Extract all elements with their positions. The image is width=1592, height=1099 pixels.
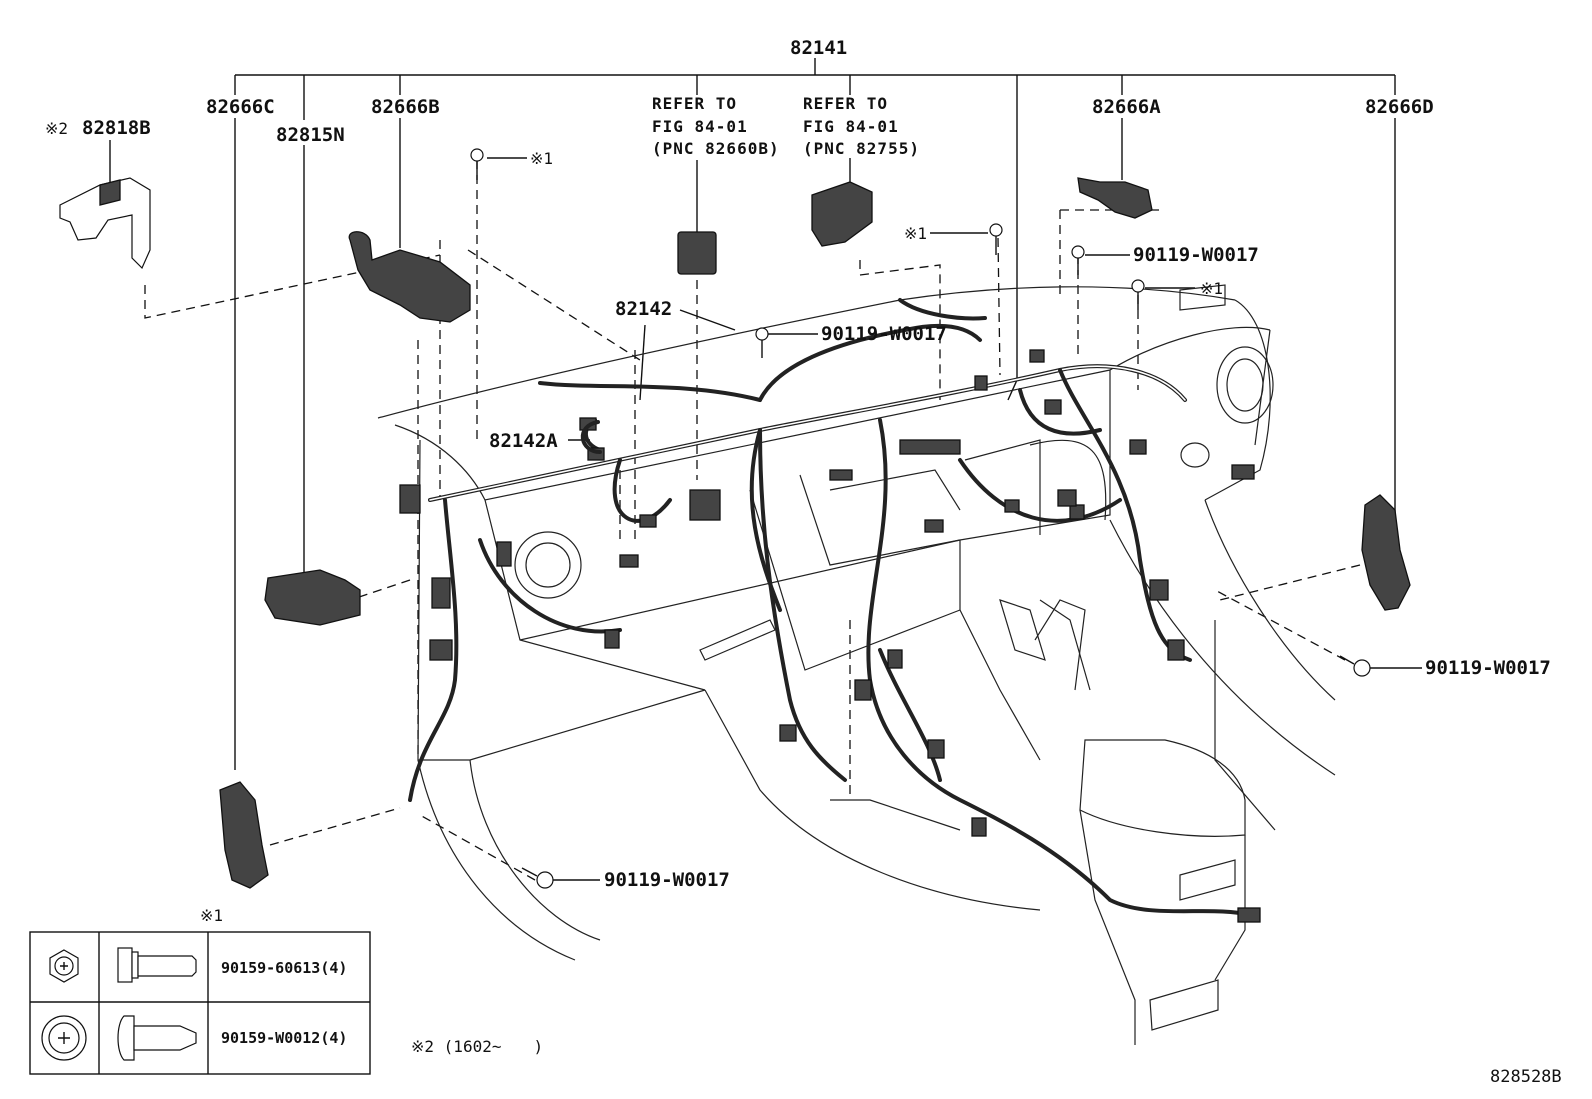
callout-82666b: 82666B: [371, 96, 440, 118]
svg-text:(PNC 82755): (PNC 82755): [803, 139, 920, 158]
bolt-icon: [470, 148, 484, 180]
pan-screw-icon: [117, 1015, 197, 1061]
svg-text:(PNC 82660B): (PNC 82660B): [652, 139, 780, 158]
flange-bolt-icon: [117, 947, 197, 983]
legend-part-1: 90159-60613(4): [221, 959, 347, 977]
svg-text:REFER TO: REFER TO: [652, 94, 737, 113]
wire-harness-routing: [408, 298, 1252, 917]
callout-bolt-bottom: 90119-W0017: [604, 869, 730, 891]
callout-82142: 82142: [615, 298, 672, 320]
callout-82666c: 82666C: [206, 96, 275, 118]
callout-bolt-right: 90119-W0017: [1425, 657, 1551, 679]
bolt-icon: [1339, 655, 1371, 677]
callout-82666a: 82666A: [1092, 96, 1161, 118]
reference-note-82755: REFER TO FIG 84-01 (PNC 82755): [803, 94, 920, 158]
callout-82142a: 82142A: [489, 430, 558, 452]
part-82818b-clamp: [59, 177, 151, 270]
mark-1-a: ※1: [530, 149, 553, 168]
dashboard-body-outline: [377, 284, 1336, 1045]
svg-text:FIG 84-01: FIG 84-01: [803, 117, 899, 136]
bolt-icon: [521, 867, 554, 889]
svg-text:REFER TO: REFER TO: [803, 94, 888, 113]
part-82755-unit: [811, 181, 873, 247]
main-harness-leader: [234, 58, 1396, 380]
harness-connectors: [399, 349, 1261, 923]
part-leaders: [109, 118, 1422, 881]
svg-text:FIG 84-01: FIG 84-01: [652, 117, 748, 136]
mark-1-b: ※1: [904, 224, 927, 243]
figure-number: 828528B: [1490, 1067, 1562, 1087]
callout-82818b: 82818B: [82, 117, 151, 139]
fastener-legend: ※1 90159-60613(4) 90159-W0012(4): [29, 906, 371, 1075]
bolt-icon: [1071, 245, 1085, 275]
bolt-icons: [470, 148, 1371, 889]
bolt-icon: [989, 223, 1003, 255]
bolt-icon: [755, 327, 769, 358]
part-82815n-block: [264, 569, 361, 626]
footnote: ※2 (1602~ ): [411, 1037, 543, 1056]
part-82660b-relay: [677, 231, 717, 275]
legend-mark: ※1: [200, 906, 223, 925]
hex-phillips-head-icon: [49, 949, 79, 983]
alignment-lines: [144, 160, 1361, 881]
bolt-icon: [1131, 279, 1145, 310]
round-phillips-head-icon: [41, 1015, 87, 1061]
part-82142a-loop: [580, 420, 602, 454]
callout-82815n: 82815N: [276, 124, 345, 146]
part-82666d-bracket: [1361, 494, 1411, 611]
callout-82666d: 82666D: [1365, 96, 1434, 118]
reference-note-82660b: REFER TO FIG 84-01 (PNC 82660B): [652, 94, 780, 158]
legend-part-2: 90159-W0012(4): [221, 1029, 347, 1047]
callout-bolt-top: 90119-W0017: [1133, 244, 1259, 266]
part-82666c-bracket: [219, 781, 269, 889]
part-82666b-bracket: [348, 231, 471, 323]
callout-bolt-mid: 90119-W0017: [821, 323, 947, 345]
callout-82818b-mark: ※2: [45, 119, 68, 138]
mark-1-c: ※1: [1200, 279, 1223, 298]
part-82666a-bracket: [1077, 177, 1153, 219]
callout-82141: 82141: [790, 37, 847, 59]
